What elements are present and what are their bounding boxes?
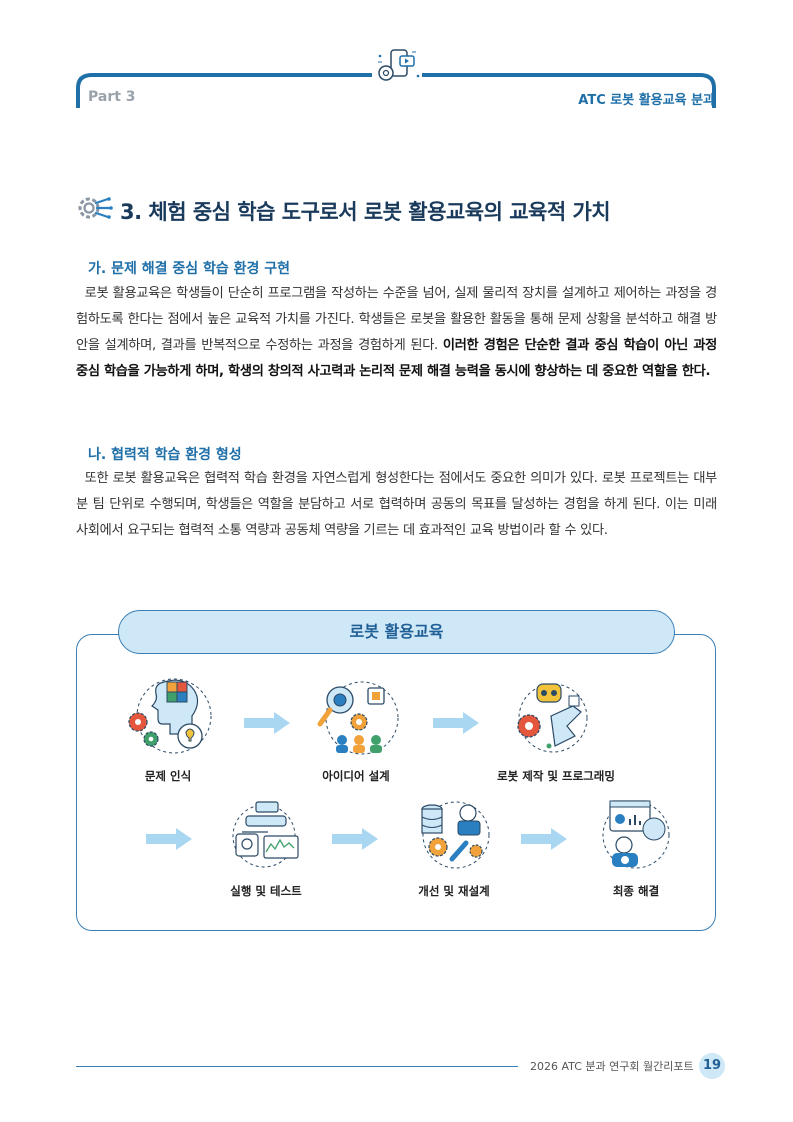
step-label-1: 문제 인식 <box>144 769 192 783</box>
final-solution-icon <box>602 800 670 869</box>
paragraph-2: 또한 로봇 활용교육은 협력적 학습 환경을 자연스럽게 형성한다는 점에서도 … <box>76 471 717 538</box>
gear-icon <box>78 197 113 219</box>
step-label-4: 실행 및 테스트 <box>230 884 302 898</box>
subheading-1: 가. 문제 해결 중심 학습 환경 구현 <box>88 261 291 277</box>
footer-line <box>76 1066 518 1067</box>
paragraph-1-bold: 이러한 경험은 단순한 결과 중심 학습이 아닌 과정 중심 학습을 가능하게 … <box>76 338 718 379</box>
step-label-6: 최종 해결 <box>612 884 660 898</box>
arrow-right-icon <box>146 828 192 850</box>
problem-recognition-icon <box>128 678 212 754</box>
header-section: ATC 로봇 활용교육 분과 <box>578 93 715 108</box>
subheading-2: 나. 협력적 학습 환경 형성 <box>88 447 242 463</box>
diagram-title: 로봇 활용교육 <box>118 610 675 654</box>
footer-report: 2026 ATC 분과 연구회 월간리포트 <box>530 1060 694 1073</box>
page-number: 19 <box>699 1053 725 1079</box>
arrow-right-icon <box>433 712 479 734</box>
step-label-3: 로봇 제작 및 프로그래밍 <box>497 769 615 783</box>
step-label-2: 아이디어 설계 <box>322 769 390 783</box>
test-run-icon <box>232 801 299 868</box>
section-title: 3. 체험 중심 학습 도구로서 로봇 활용교육의 교육적 가치 <box>120 200 611 224</box>
device-gear-icon <box>378 49 420 81</box>
arrow-right-icon <box>332 828 378 850</box>
paragraph-1: 로봇 활용교육은 학생들이 단순히 프로그램을 작성하는 수준을 넘어, 실제 … <box>76 286 718 379</box>
step-label-5: 개선 및 재설계 <box>418 884 490 898</box>
header-frame <box>76 49 716 108</box>
redesign-icon <box>421 801 490 869</box>
arrow-right-icon <box>521 828 567 850</box>
robot-programming-icon <box>517 683 588 753</box>
arrow-right-icon <box>244 712 290 734</box>
idea-design-icon <box>317 681 399 755</box>
header-part: Part 3 <box>88 89 136 105</box>
